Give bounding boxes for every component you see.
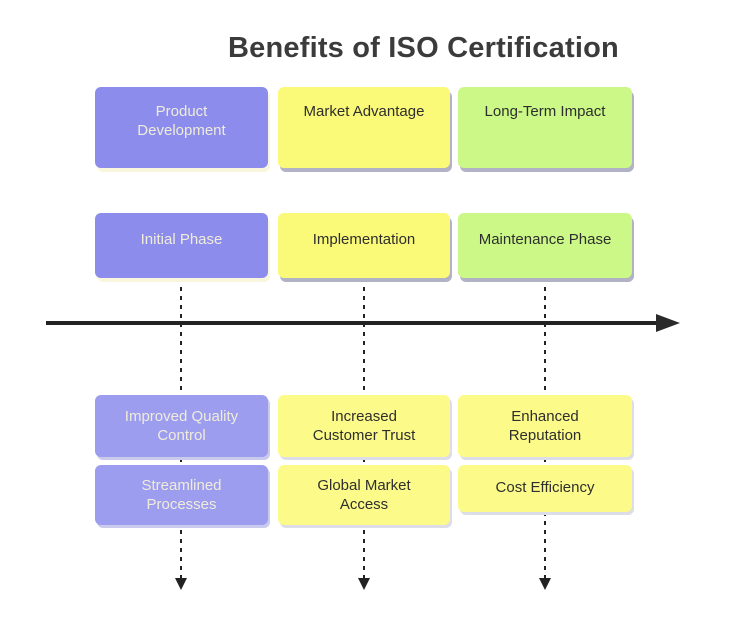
box-implementation: Implementation xyxy=(278,213,450,278)
box-global-market-access: Global Market Access xyxy=(278,465,450,525)
down-arrow-icon xyxy=(175,578,187,590)
box-long-term-impact: Long-Term Impact xyxy=(458,87,632,168)
down-arrow-icon xyxy=(539,578,551,590)
box-enhanced-reputation: Enhanced Reputation xyxy=(458,395,632,457)
timeline-axis-line xyxy=(46,321,658,325)
box-market-advantage: Market Advantage xyxy=(278,87,450,168)
box-improved-quality-control: Improved Quality Control xyxy=(95,395,268,457)
box-product-development: Product Development xyxy=(95,87,268,168)
down-arrow-icon xyxy=(358,578,370,590)
box-cost-efficiency: Cost Efficiency xyxy=(458,465,632,512)
diagram-title: Benefits of ISO Certification xyxy=(228,32,619,64)
box-initial-phase: Initial Phase xyxy=(95,213,268,278)
box-maintenance-phase: Maintenance Phase xyxy=(458,213,632,278)
box-streamlined-processes: Streamlined Processes xyxy=(95,465,268,525)
right-arrow-icon xyxy=(656,314,680,332)
box-increased-customer-trust: Increased Customer Trust xyxy=(278,395,450,457)
